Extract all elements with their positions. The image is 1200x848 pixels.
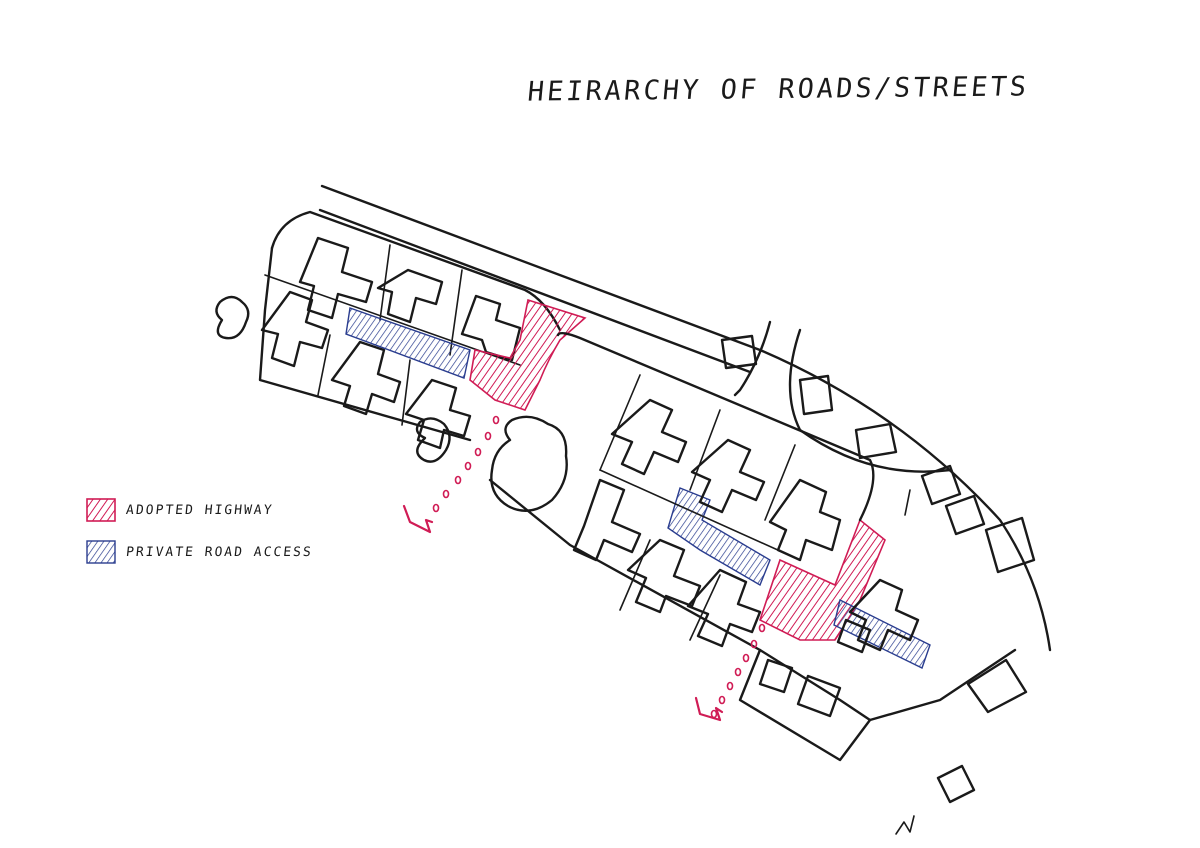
access-arrow-icon: [402, 504, 434, 534]
private-road-west: [345, 307, 471, 379]
tree-icon: [490, 415, 568, 512]
access-arrow-icon: [694, 696, 724, 722]
adopted-highway-west: [469, 298, 587, 411]
page-title: HEIRARCHY OF ROADS/STREETS: [526, 71, 1031, 108]
legend-item-private: PRIVATE ROAD ACCESS: [86, 540, 314, 564]
legend-item-adopted: ADOPTED HIGHWAY: [86, 498, 275, 522]
pedestrian-route-west: [432, 415, 500, 513]
private-road-east: [833, 598, 931, 669]
north-arrow-icon: [895, 815, 915, 835]
adopted-highway-areas: [469, 298, 886, 641]
opposite-houses: [720, 334, 1036, 804]
tree-icon: [215, 295, 250, 340]
legend-label-private: PRIVATE ROAD ACCESS: [125, 544, 314, 560]
tree-icon: [415, 417, 451, 463]
legend-label-adopted: ADOPTED HIGHWAY: [125, 502, 275, 518]
adopted-highway-swatch: [86, 498, 116, 522]
east-block: [488, 331, 1017, 762]
private-road-swatch: [86, 540, 116, 564]
